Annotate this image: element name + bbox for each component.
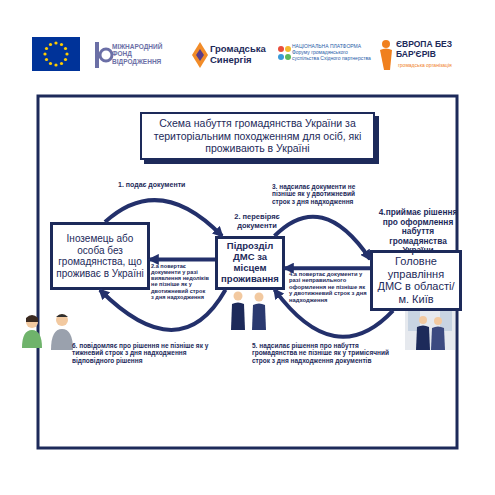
platform-logo-dot: [278, 54, 284, 60]
applicants-illustration: [22, 314, 73, 350]
star: [49, 43, 52, 46]
person-head: [234, 292, 243, 301]
box-text: Головне управління ДМС в області/ м. Киї…: [376, 255, 456, 306]
text-label: Громадська Синергія: [210, 44, 274, 66]
edge-label: 6. повідомляє про рішення не пізніше як …: [72, 342, 214, 364]
platform-logo-dot: [285, 46, 291, 52]
eu-stars: [43, 41, 68, 66]
flow-arrow: [275, 290, 394, 337]
office-illustration: [405, 308, 455, 350]
edge-label: 1. подає документи: [118, 181, 210, 189]
person-body: [416, 326, 430, 351]
diagram-title: Схема набуття громадянства України за те…: [140, 112, 375, 160]
star: [64, 58, 67, 61]
person-head: [419, 316, 427, 324]
person-head: [255, 293, 264, 302]
person-hair: [56, 314, 68, 317]
box-text: Підрозділ ДМС за місцем проживання: [221, 241, 279, 285]
star: [60, 62, 63, 65]
star: [49, 62, 52, 65]
person-body: [22, 330, 42, 348]
diagram-frame: [38, 96, 457, 448]
irf-logo-ring: [100, 49, 112, 61]
process-box: Підрозділ ДМС за місцем проживання: [215, 236, 285, 290]
flow-arrow: [100, 290, 226, 330]
ewb-logo-body: [380, 49, 392, 71]
ewb-logo-head: [382, 40, 390, 48]
officials-illustration: [231, 292, 266, 331]
star: [64, 47, 67, 50]
text-label: 4.приймає рішення про оформлення набуття…: [374, 208, 462, 256]
platform-logo-dot: [285, 54, 291, 60]
flow-arrow: [275, 217, 371, 259]
office-background: [405, 308, 455, 350]
star: [43, 52, 46, 55]
text-label: 2. перевіряє документи: [228, 213, 286, 230]
person-body: [431, 327, 445, 351]
synergy-logo-inner: [196, 49, 204, 61]
star: [54, 41, 57, 44]
flow-arrow: [150, 257, 215, 261]
star: [65, 52, 68, 55]
text-label: ЄВРОПА БЕЗ БАР'ЄРІВ: [396, 40, 474, 60]
text-label: НАЦІОНАЛЬНА ПЛАТФОРМА Форуму громадянськ…: [292, 44, 372, 61]
irf-logo-bar: [95, 42, 99, 68]
edge-label: 3. надсилає документи не пізніше як у дв…: [272, 183, 367, 205]
person-head: [56, 314, 68, 326]
synergy-logo: [192, 42, 208, 68]
edge-label: 2.а повертає документи у разі виявлення …: [151, 263, 209, 300]
person-hair: [26, 315, 38, 322]
process-box: Головне управління ДМС в області/ м. Киї…: [370, 250, 462, 311]
star: [54, 63, 57, 66]
person-body: [252, 304, 266, 331]
process-box: Іноземець або особа без громадянства, що…: [50, 222, 150, 290]
edge-label: 5. надсилає рішення про набуття громадян…: [252, 342, 400, 364]
star: [45, 58, 48, 61]
flow-arrow: [285, 266, 370, 270]
person-body: [51, 329, 73, 350]
text-label: громадська організація: [398, 63, 474, 69]
person-body: [231, 303, 245, 331]
eu-flag: [32, 37, 80, 71]
platform-logo-dot: [278, 46, 284, 52]
star: [60, 43, 63, 46]
text-label: МІЖНАРОДНИЙ ФОНД ВІДРОДЖЕННЯ: [112, 43, 170, 65]
edge-label: 4.а повертає документи у разі неправильн…: [289, 271, 367, 303]
flow-arrow: [105, 200, 222, 236]
box-text: Іноземець або особа без громадянства, що…: [56, 233, 144, 279]
star: [45, 47, 48, 50]
person-head: [434, 317, 442, 325]
person-head: [26, 316, 38, 328]
